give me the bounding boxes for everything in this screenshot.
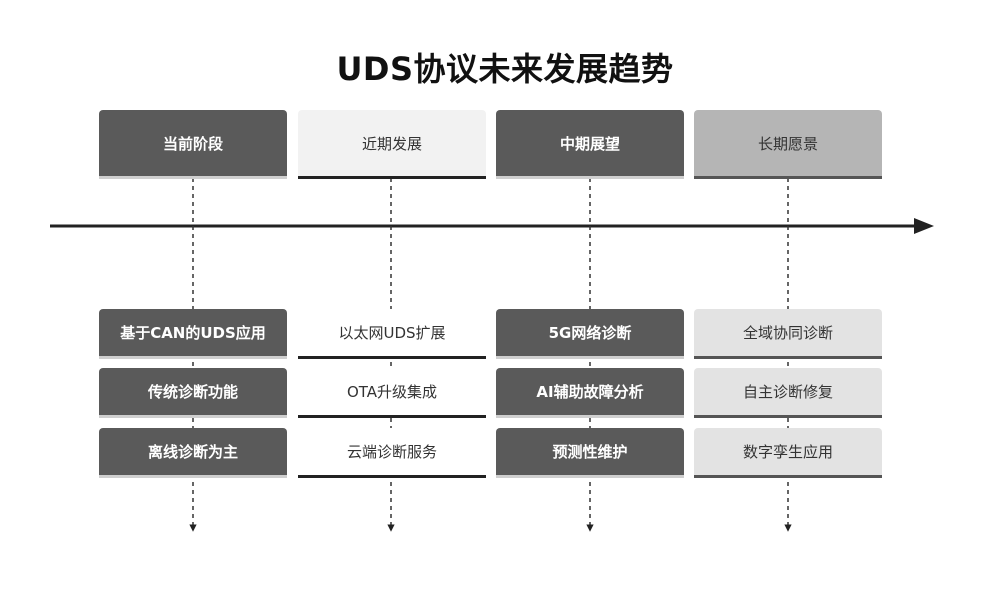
phase-2-item-1: 以太网UDS扩展 bbox=[298, 309, 486, 359]
phase-header-long-term: 长期愿景 bbox=[694, 110, 882, 179]
phase-4-item-3: 数字孪生应用 bbox=[694, 428, 882, 478]
phase-1-item-1: 基于CAN的UDS应用 bbox=[99, 309, 287, 359]
phase-4-item-1: 全域协同诊断 bbox=[694, 309, 882, 359]
phase-2-item-3: 云端诊断服务 bbox=[298, 428, 486, 478]
phase-header-near-term: 近期发展 bbox=[298, 110, 486, 179]
phase-header-mid-term: 中期展望 bbox=[496, 110, 684, 179]
phase-4-item-2: 自主诊断修复 bbox=[694, 368, 882, 418]
phase-header-current: 当前阶段 bbox=[99, 110, 287, 179]
phase-2-item-2: OTA升级集成 bbox=[298, 368, 486, 418]
phase-3-item-1: 5G网络诊断 bbox=[496, 309, 684, 359]
phase-3-item-3: 预测性维护 bbox=[496, 428, 684, 478]
phase-3-item-2: AI辅助故障分析 bbox=[496, 368, 684, 418]
diagram-title: UDS协议未来发展趋势 bbox=[336, 50, 674, 88]
phase-1-item-3: 离线诊断为主 bbox=[99, 428, 287, 478]
phase-1-item-2: 传统诊断功能 bbox=[99, 368, 287, 418]
timeline-arrowhead bbox=[914, 218, 934, 234]
